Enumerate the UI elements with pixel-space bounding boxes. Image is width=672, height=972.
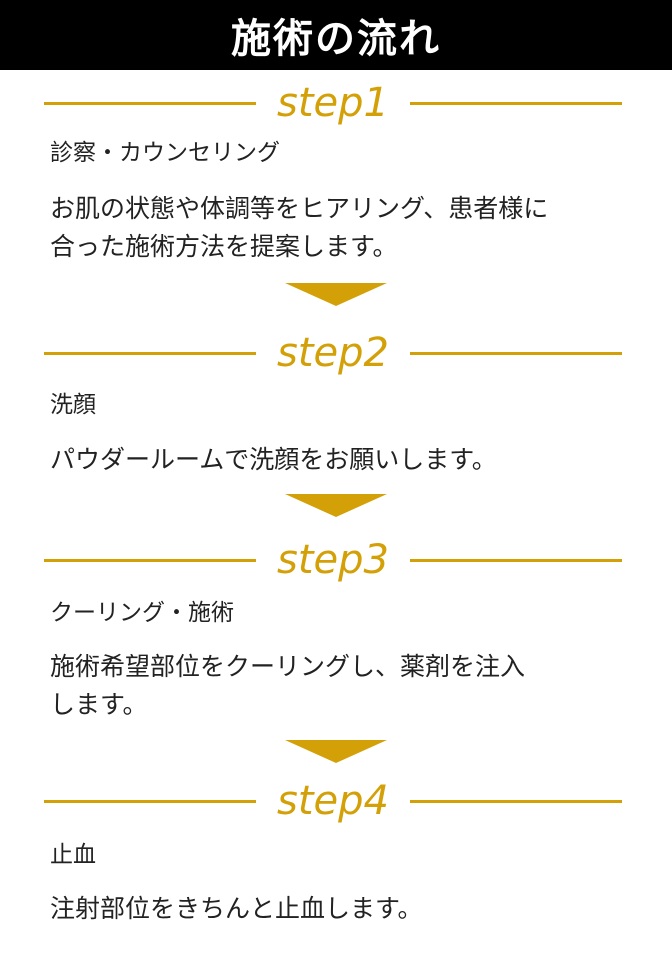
- step-4-title: 止血: [50, 842, 96, 868]
- step-1-desc-line: お肌の状態や体調等をヒアリング、患者様に: [50, 194, 549, 223]
- down-triangle-icon: [285, 494, 387, 517]
- step-3-desc-line: 施術希望部位をクーリングし、薬剤を注入: [50, 652, 526, 681]
- step-4-heading: step4: [44, 776, 622, 826]
- step-3-label: step3: [277, 537, 389, 583]
- page-header: 施術の流れ: [0, 0, 672, 70]
- step-2-desc-line: パウダールームで洗顔をお願いします。: [50, 445, 497, 474]
- step-3-heading: step3: [44, 535, 622, 585]
- step-1-label: step1: [277, 80, 389, 126]
- divider-line: [410, 800, 622, 803]
- step-1-desc-line: 合った施術方法を提案します。: [50, 232, 398, 261]
- step-3-description: 施術希望部位をクーリングし、薬剤を注入 します。: [50, 648, 630, 724]
- step-1-title: 診察・カウンセリング: [50, 140, 280, 166]
- down-triangle-icon: [285, 740, 387, 763]
- divider-line: [44, 559, 256, 562]
- step-1-description: お肌の状態や体調等をヒアリング、患者様に 合った施術方法を提案します。: [50, 190, 630, 266]
- divider-line: [410, 102, 622, 105]
- divider-line: [44, 800, 256, 803]
- step-2-label: step2: [277, 330, 389, 376]
- down-triangle-icon: [285, 283, 387, 306]
- step-2-title: 洗顔: [50, 392, 96, 418]
- step-4-description: 注射部位をきちんと止血します。: [50, 890, 630, 928]
- step-4-label: step4: [277, 778, 389, 824]
- step-3-title: クーリング・施術: [50, 600, 234, 626]
- step-2-heading: step2: [44, 328, 622, 378]
- divider-line: [410, 352, 622, 355]
- step-1-heading: step1: [44, 78, 622, 128]
- step-4-desc-line: 注射部位をきちんと止血します。: [50, 894, 423, 923]
- page-title: 施術の流れ: [231, 16, 441, 62]
- step-3-desc-line: します。: [50, 690, 148, 719]
- divider-line: [44, 102, 256, 105]
- divider-line: [410, 559, 622, 562]
- divider-line: [44, 352, 256, 355]
- step-2-description: パウダールームで洗顔をお願いします。: [50, 441, 630, 479]
